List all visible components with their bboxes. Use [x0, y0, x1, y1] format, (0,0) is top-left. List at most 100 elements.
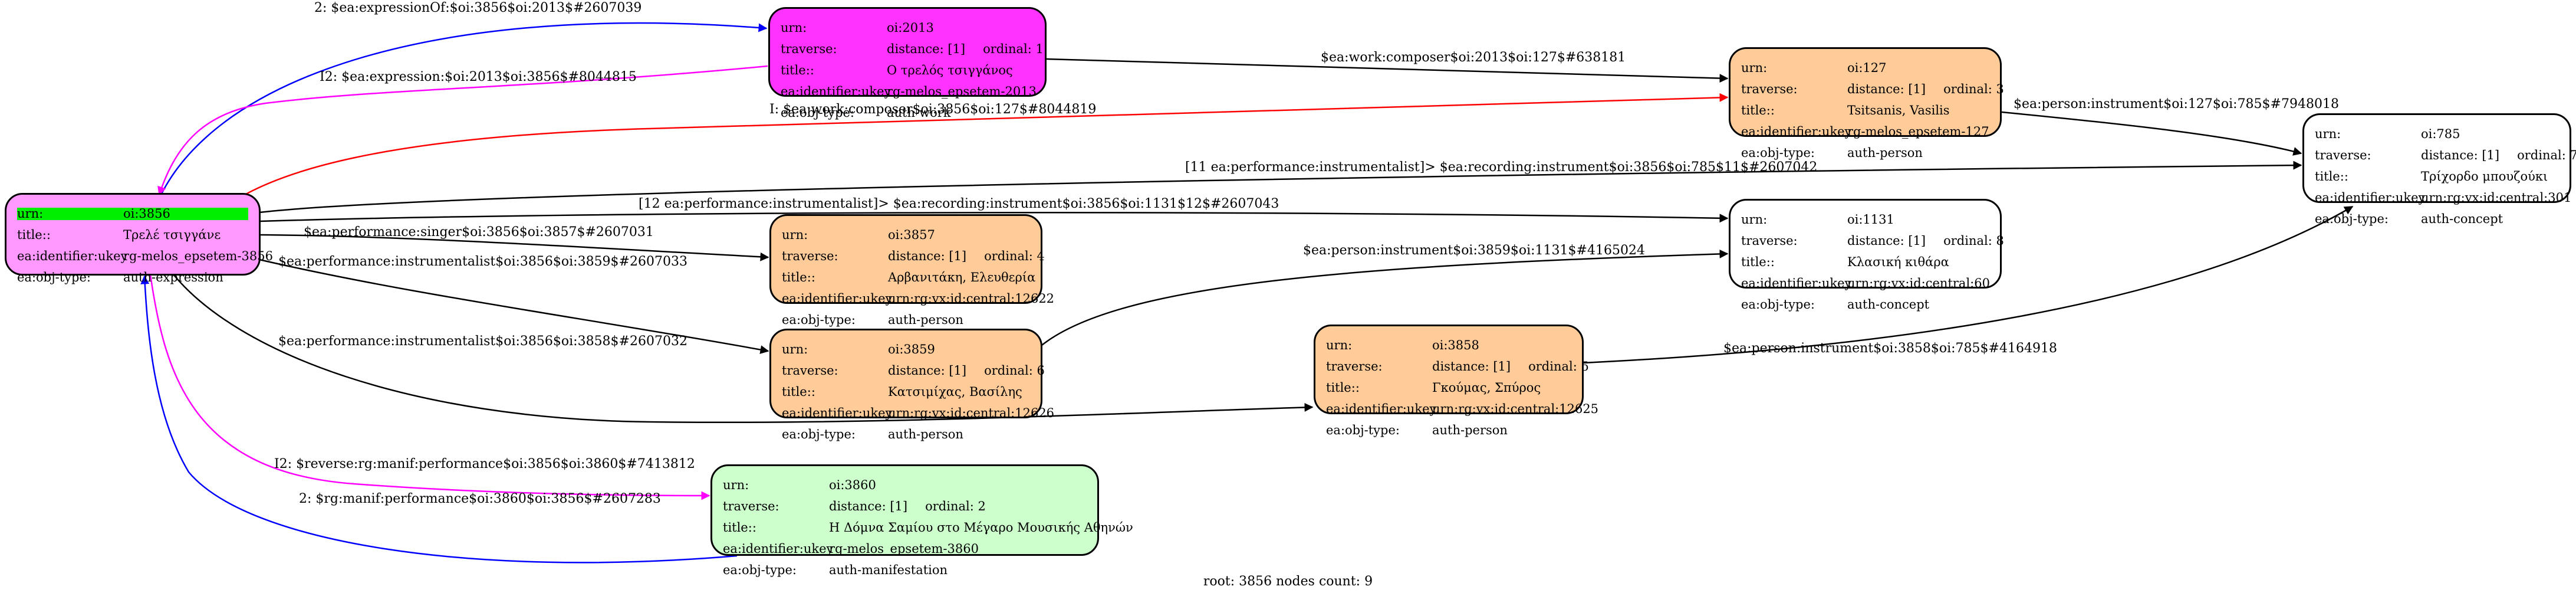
- identifier-value: urn:rg:vx:id:central:12626: [888, 405, 1055, 420]
- edge-label-e10: $ea:person:instrument$oi:3859$oi:1131$#4…: [1303, 243, 1645, 258]
- traverse-value: distance: [1]ordinal: 1: [887, 41, 1044, 56]
- traverse-key: traverse:: [782, 248, 838, 263]
- identifier-value: rg-melos_epsetem-2013: [887, 84, 1037, 99]
- edge-label-e6: [11 ea:performance:instrumentalist]> $ea…: [1185, 160, 1817, 175]
- obj-type-key: ea:obj-type:: [723, 562, 797, 577]
- obj-type-value: auth-person: [888, 427, 963, 441]
- edge-e13: [149, 274, 710, 500]
- title-value: Αρβανιτάκη, Ελευθερία: [888, 270, 1036, 284]
- identifier-key: ea:identifier:ukey: [782, 405, 893, 420]
- obj-type-value: auth-person: [1847, 145, 1923, 160]
- traverse-value: distance: [1]ordinal: 5: [1432, 359, 1589, 374]
- title-key: title::: [1326, 380, 1360, 395]
- node-oi-3859[interactable]: urn:oi:3859 traverse:distance: [1]ordina…: [769, 329, 1054, 440]
- obj-type-key: ea:obj-type:: [782, 427, 856, 441]
- identifier-value: rg-melos_epsetem-127: [1847, 124, 1989, 139]
- traverse-key: traverse:: [2315, 148, 2371, 162]
- edge-e10: [1041, 249, 1729, 346]
- urn-row: urn:oi:3856: [17, 203, 248, 224]
- title-key: title::: [1741, 103, 1775, 117]
- edge-label-e3: $ea:work:composer$oi:2013$oi:127$#638181: [1321, 50, 1626, 65]
- urn-value: oi:1131: [1847, 212, 1894, 227]
- node-oi-2013[interactable]: urn: oi:2013 traverse: distance: [1]ordina…: [768, 7, 1047, 119]
- edge-label-e1: 2: $ea:expressionOf:$oi:3856$oi:2013$#26…: [314, 1, 641, 15]
- edge-e7: [259, 212, 1729, 223]
- obj-type-value: auth-concept: [2421, 211, 2503, 226]
- traverse-key: traverse:: [781, 41, 837, 56]
- identifier-key: ea:identifier:ukey: [1326, 401, 1437, 416]
- title-value: Tsitsanis, Vasilis: [1847, 103, 1950, 117]
- urn-value: oi:3857: [888, 227, 935, 242]
- obj-type-key: ea:obj-type:: [1741, 145, 1815, 160]
- edge-e6: [259, 160, 2302, 214]
- node-oi-1131[interactable]: urn:oi:1131 traverse:distance: [1]ordina…: [1729, 199, 2004, 310]
- title-key: title::: [2315, 169, 2348, 184]
- edge-e12: [1583, 205, 2354, 364]
- traverse-key: traverse:: [782, 363, 838, 378]
- traverse-value: distance: [1]ordinal: 3: [1847, 81, 2004, 96]
- edge-e5: [2001, 111, 2302, 156]
- identifier-value: urn:rg:vx:id:central:12622: [888, 291, 1055, 306]
- edge-label-e11: $ea:performance:instrumentalist$oi:3856$…: [278, 334, 687, 349]
- title-key: title::: [17, 227, 51, 242]
- urn-key: urn:: [782, 227, 808, 242]
- obj-type-value: auth-concept: [1847, 297, 1930, 312]
- edge-e8: [259, 234, 769, 261]
- traverse-key: traverse:: [1741, 81, 1798, 96]
- identifier-value: urn:rg:vx:id:central:12625: [1432, 401, 1599, 416]
- traverse-key: traverse:: [723, 499, 779, 513]
- edge-label-e12: $ea:person:instrument$oi:3858$oi:785$#41…: [1723, 341, 2057, 356]
- obj-type-row: ea:obj-type: auth-expression: [17, 267, 248, 288]
- title-key: title::: [1741, 254, 1775, 269]
- urn-key: urn:: [17, 207, 123, 220]
- edge-label-e5: $ea:person:instrument$oi:127$oi:785$#794…: [2014, 97, 2339, 112]
- edge-label-e13: I2: $reverse:rg:manif:performance$oi:385…: [274, 457, 695, 471]
- urn-key: urn:: [723, 477, 749, 492]
- identifier-key: ea:identifier:ukey: [723, 541, 834, 556]
- obj-type-value: auth-person: [888, 312, 963, 327]
- edge-e2: [157, 65, 768, 196]
- traverse-key: traverse:: [1326, 359, 1383, 374]
- identifier-key: ea:identifier:ukey: [781, 84, 891, 99]
- edge-label-e8: $ea:performance:singer$oi:3856$oi:3857$#…: [304, 225, 654, 240]
- traverse-value: distance: [1]ordinal: 7: [2421, 148, 2576, 162]
- node-oi-3860[interactable]: urn:oi:3860 traverse:distance: [1]ordina…: [710, 464, 1133, 576]
- identifier-key: ea:identifier:ukey: [2315, 190, 2426, 205]
- title-row: title::Τρελέ τσιγγάνε: [17, 224, 248, 245]
- node-oi-3858[interactable]: urn:oi:3858 traverse:distance: [1]ordina…: [1314, 325, 1598, 436]
- edge-label-e2: I2: $ea:expression:$oi:2013$oi:3856$#804…: [320, 70, 637, 84]
- title-value: Τρίχορδο μπουζούκι: [2421, 169, 2548, 184]
- title-value: Η Δόμνα Σαμίου στο Μέγαρο Μουσικής Αθηνώ…: [829, 520, 1133, 535]
- identifier-value: urn:rg:vx:id:central:60: [1847, 276, 1990, 290]
- obj-type-value: auth-expression: [123, 270, 223, 284]
- urn-key: urn:: [781, 20, 807, 35]
- title-value: Κατσιμίχας, Βασίλης: [888, 384, 1022, 399]
- identifier-key: ea:identifier:ukey: [17, 248, 128, 263]
- urn-key: urn:: [1741, 60, 1768, 75]
- obj-type-key: ea:obj-type:: [781, 105, 854, 120]
- edge-label-e9: $ea:performance:instrumentalist$oi:3856$…: [278, 254, 687, 269]
- urn-value: oi:127: [1847, 60, 1887, 75]
- identifier-value: rg-melos_epsetem-3860: [829, 541, 979, 556]
- edge-e9: [259, 258, 769, 354]
- traverse-key: traverse:: [1741, 233, 1798, 248]
- obj-type-key: ea:obj-type:: [1326, 422, 1400, 437]
- obj-type-value: auth-person: [1432, 422, 1508, 437]
- urn-value: oi:2013: [887, 20, 934, 35]
- node-oi-3857[interactable]: urn: oi:3857 traverse: distance: [1]ordina…: [769, 214, 1054, 326]
- node-oi-127[interactable]: urn: oi:127 traverse: distance: [1]ordinal…: [1729, 47, 2004, 159]
- node-oi-3856[interactable]: urn:oi:3856 title::Τρελέ τσιγγάνε ea:ide…: [5, 193, 273, 283]
- urn-value: oi:3856: [123, 207, 248, 220]
- obj-type-key: ea:obj-type:: [17, 270, 91, 284]
- obj-type-key: ea:obj-type:: [782, 312, 856, 327]
- traverse-value: distance: [1]ordinal: 4: [888, 248, 1045, 263]
- urn-value: oi:3858: [1432, 338, 1479, 352]
- identifier-key: ea:identifier:ukey: [782, 291, 893, 306]
- identifier-key: ea:identifier:ukey: [1741, 276, 1852, 290]
- obj-type-key: ea:obj-type:: [2315, 211, 2389, 226]
- edge-e11: [170, 271, 1314, 424]
- edge-label-e7: [12 ea:performance:instrumentalist]> $ea…: [639, 196, 1279, 211]
- node-oi-785[interactable]: urn:oi:785 traverse:distance: [1]ordinal…: [2302, 113, 2576, 225]
